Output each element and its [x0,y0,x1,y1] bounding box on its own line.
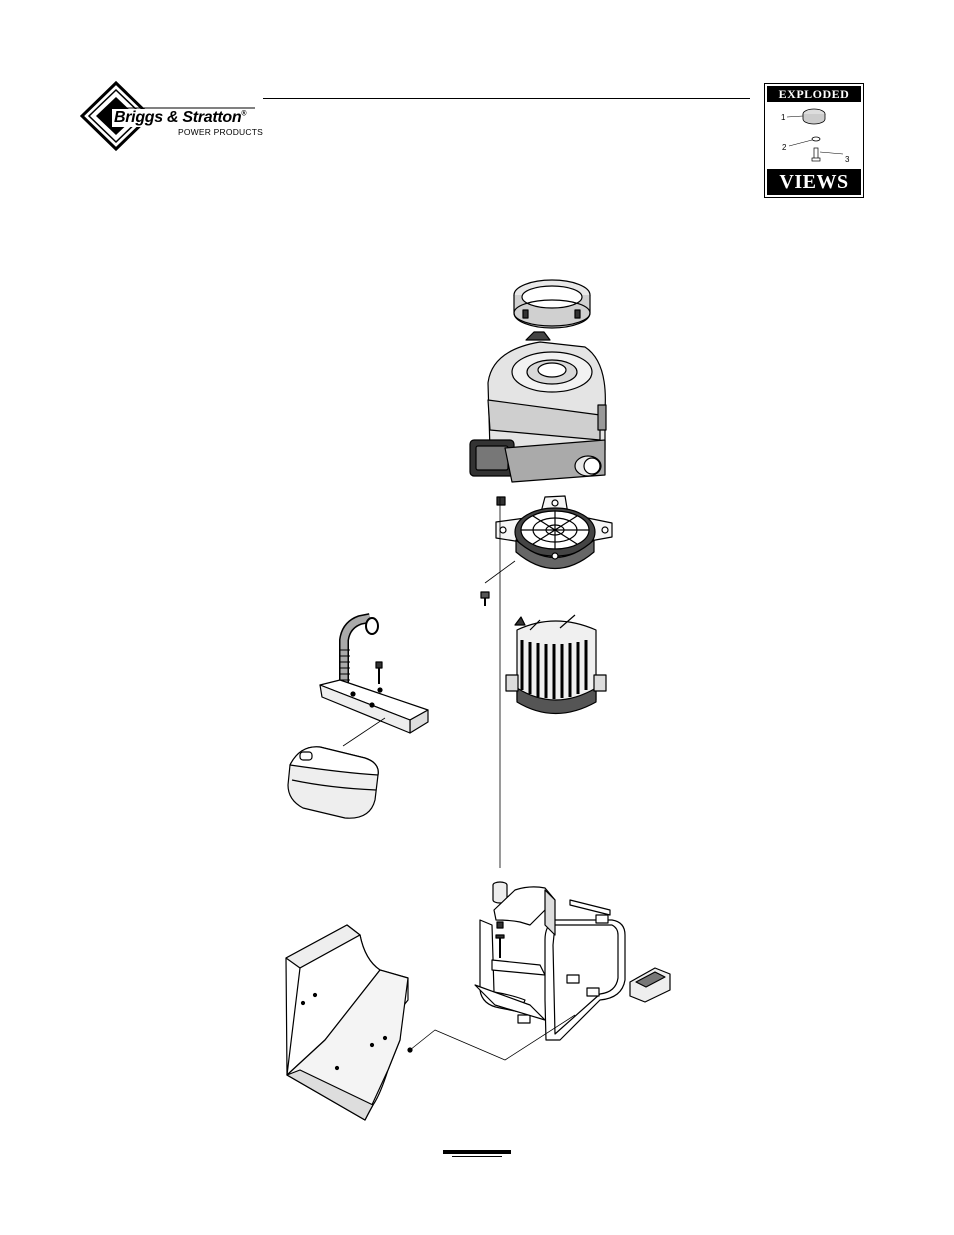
muffler [288,747,378,818]
foot-pad [630,968,670,1002]
exhaust-elbow [340,618,378,690]
adapter-nut [497,497,505,505]
air-filter-ring [514,280,590,328]
engine [470,332,606,482]
footer-line [452,1156,502,1157]
side-panel [286,925,412,1120]
adapter-bolt [481,561,515,606]
generator-adapter-plate [496,496,612,569]
alternator [506,615,606,714]
muffler-bracket [320,662,428,733]
footer-bar [443,1150,511,1154]
frame [475,887,625,1040]
